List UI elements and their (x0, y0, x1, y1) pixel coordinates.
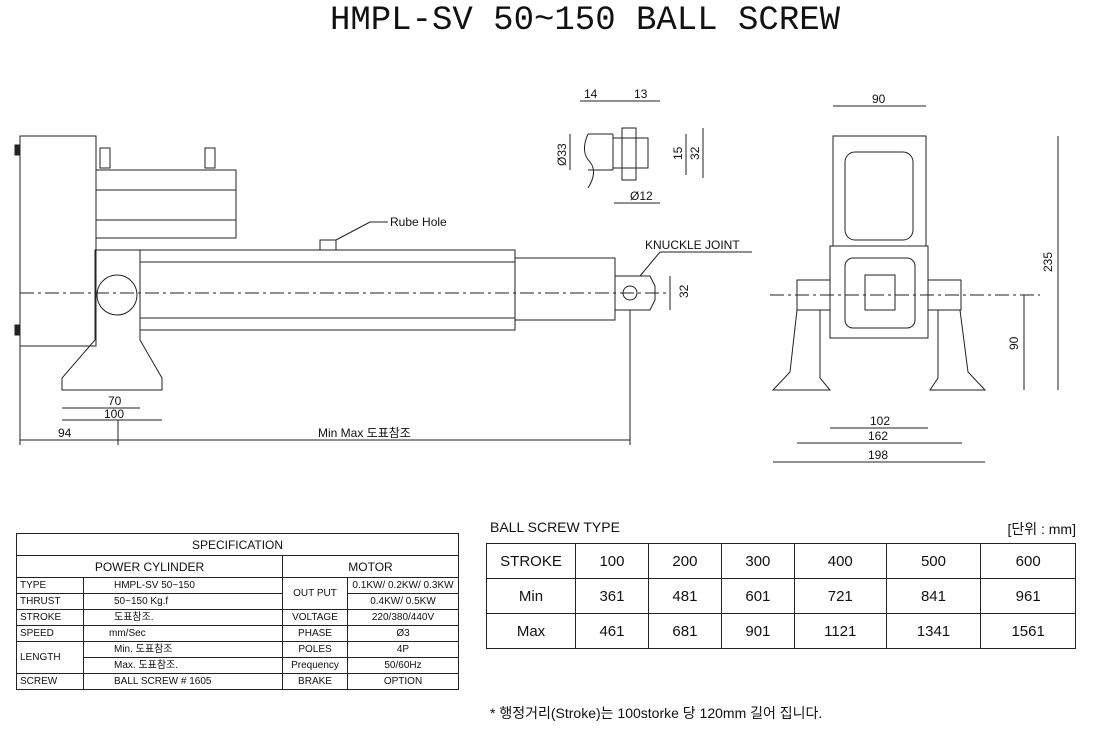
table-cell: 1121 (793, 613, 887, 649)
table-cell: 100 (575, 543, 649, 579)
motor-header: MOTOR (282, 555, 459, 578)
front-view: 90 235 90 102 162 198 (770, 92, 1059, 463)
output-label: OUT PUT (282, 577, 348, 610)
frequency-value: 50/60Hz (347, 657, 459, 674)
dim-d12: Ø12 (630, 189, 653, 203)
length-max: Max. 도표참조. (83, 657, 283, 674)
unit-label: [단위 : mm] (1007, 521, 1076, 537)
power-cylinder-header: POWER CYLINDER (16, 555, 283, 578)
brake-label: BRAKE (282, 673, 348, 690)
table-cell: 400 (793, 543, 887, 579)
rube-hole (319, 239, 337, 251)
table-cell: 481 (647, 578, 722, 614)
dim-235: 235 (1041, 252, 1055, 272)
table-cell: 500 (885, 543, 982, 579)
screw-label: SCREW (16, 673, 84, 690)
length-min: Min. 도표참조 (83, 641, 283, 658)
thrust-label: THRUST (16, 593, 84, 610)
table-cell: 721 (793, 578, 887, 614)
dim-94: 94 (58, 426, 72, 440)
piston-rod (514, 257, 616, 321)
table-cell: 300 (720, 543, 795, 579)
table-cell: 200 (647, 543, 722, 579)
dim-90: 90 (1007, 336, 1021, 350)
phase-value: Ø3 (347, 625, 459, 642)
row-header: STROKE (486, 543, 576, 579)
row-header: Max (486, 613, 576, 649)
dim-14: 14 (584, 87, 598, 101)
stroke-label: STROKE (16, 609, 84, 626)
dim-70: 70 (108, 394, 122, 408)
dim-d33: Ø33 (555, 143, 569, 166)
dim-minmax: Min Max 도표참조 (318, 426, 411, 440)
table-cell: 600 (980, 543, 1076, 579)
table-cell: 961 (980, 578, 1076, 614)
knuckle-detail: Ø33 14 13 15 32 Ø12 (555, 87, 704, 204)
dim-13: 13 (634, 87, 648, 101)
table-cell: 361 (575, 578, 649, 614)
frequency-label: Prequency (282, 657, 348, 674)
row-header: Min (486, 578, 576, 614)
table-cell: 841 (885, 578, 982, 614)
type-label: TYPE (16, 577, 84, 594)
type-value: HMPL-SV 50~150 (83, 577, 283, 594)
poles-value: 4P (347, 641, 459, 658)
dim-162: 162 (868, 429, 888, 443)
voltage-label: VOLTAGE (282, 609, 348, 626)
brake-value: OPTION (347, 673, 459, 690)
motor-body (95, 169, 237, 239)
phase-label: PHASE (282, 625, 348, 642)
length-label: LENGTH (16, 641, 84, 674)
output-value-2: 0.4KW/ 0.5KW (347, 593, 459, 610)
speed-value: mm/Sec (83, 625, 283, 642)
technical-drawing: Rube Hole KNUCKLE JOINT 32 70 100 94 Min… (14, 87, 1059, 463)
poles-label: POLES (282, 641, 348, 658)
stroke-value: 도표참조. (83, 609, 283, 626)
dim-198: 198 (868, 448, 888, 462)
dim-15: 15 (671, 146, 685, 160)
dim-100: 100 (104, 407, 124, 421)
trunnion-bracket (61, 249, 163, 391)
table-cell: 1341 (885, 613, 982, 649)
dim-k32: 32 (688, 146, 702, 160)
thrust-value: 50~150 Kg.f (83, 593, 283, 610)
table-cell: 901 (720, 613, 795, 649)
motor-flange (19, 135, 97, 347)
speed-label: SPEED (16, 625, 84, 642)
table-cell: 601 (720, 578, 795, 614)
table-cell: 1561 (980, 613, 1076, 649)
screw-value: BALL SCREW # 1605 (83, 673, 283, 690)
output-value-1: 0.1KW/ 0.2KW/ 0.3KW (347, 577, 459, 594)
table-cell: 461 (575, 613, 649, 649)
ball-screw-title: BALL SCREW TYPE (490, 519, 620, 535)
knuckle-joint-label: KNUCKLE JOINT (645, 238, 740, 252)
rube-hole-label: Rube Hole (390, 215, 447, 229)
side-view: Rube Hole KNUCKLE JOINT 32 70 100 94 Min… (14, 135, 752, 445)
page-title: HMPL-SV 50~150 BALL SCREW (329, 2, 841, 40)
spec-title: SPECIFICATION (16, 533, 459, 556)
dim-90-top: 90 (872, 92, 886, 106)
footnote: * 행정거리(Stroke)는 100storke 당 120mm 길어 집니다… (490, 705, 823, 721)
voltage-value: 220/380/440V (347, 609, 459, 626)
knuckle-joint (614, 275, 656, 311)
dim-102: 102 (870, 414, 890, 428)
dim-32: 32 (677, 284, 691, 298)
table-cell: 681 (647, 613, 722, 649)
